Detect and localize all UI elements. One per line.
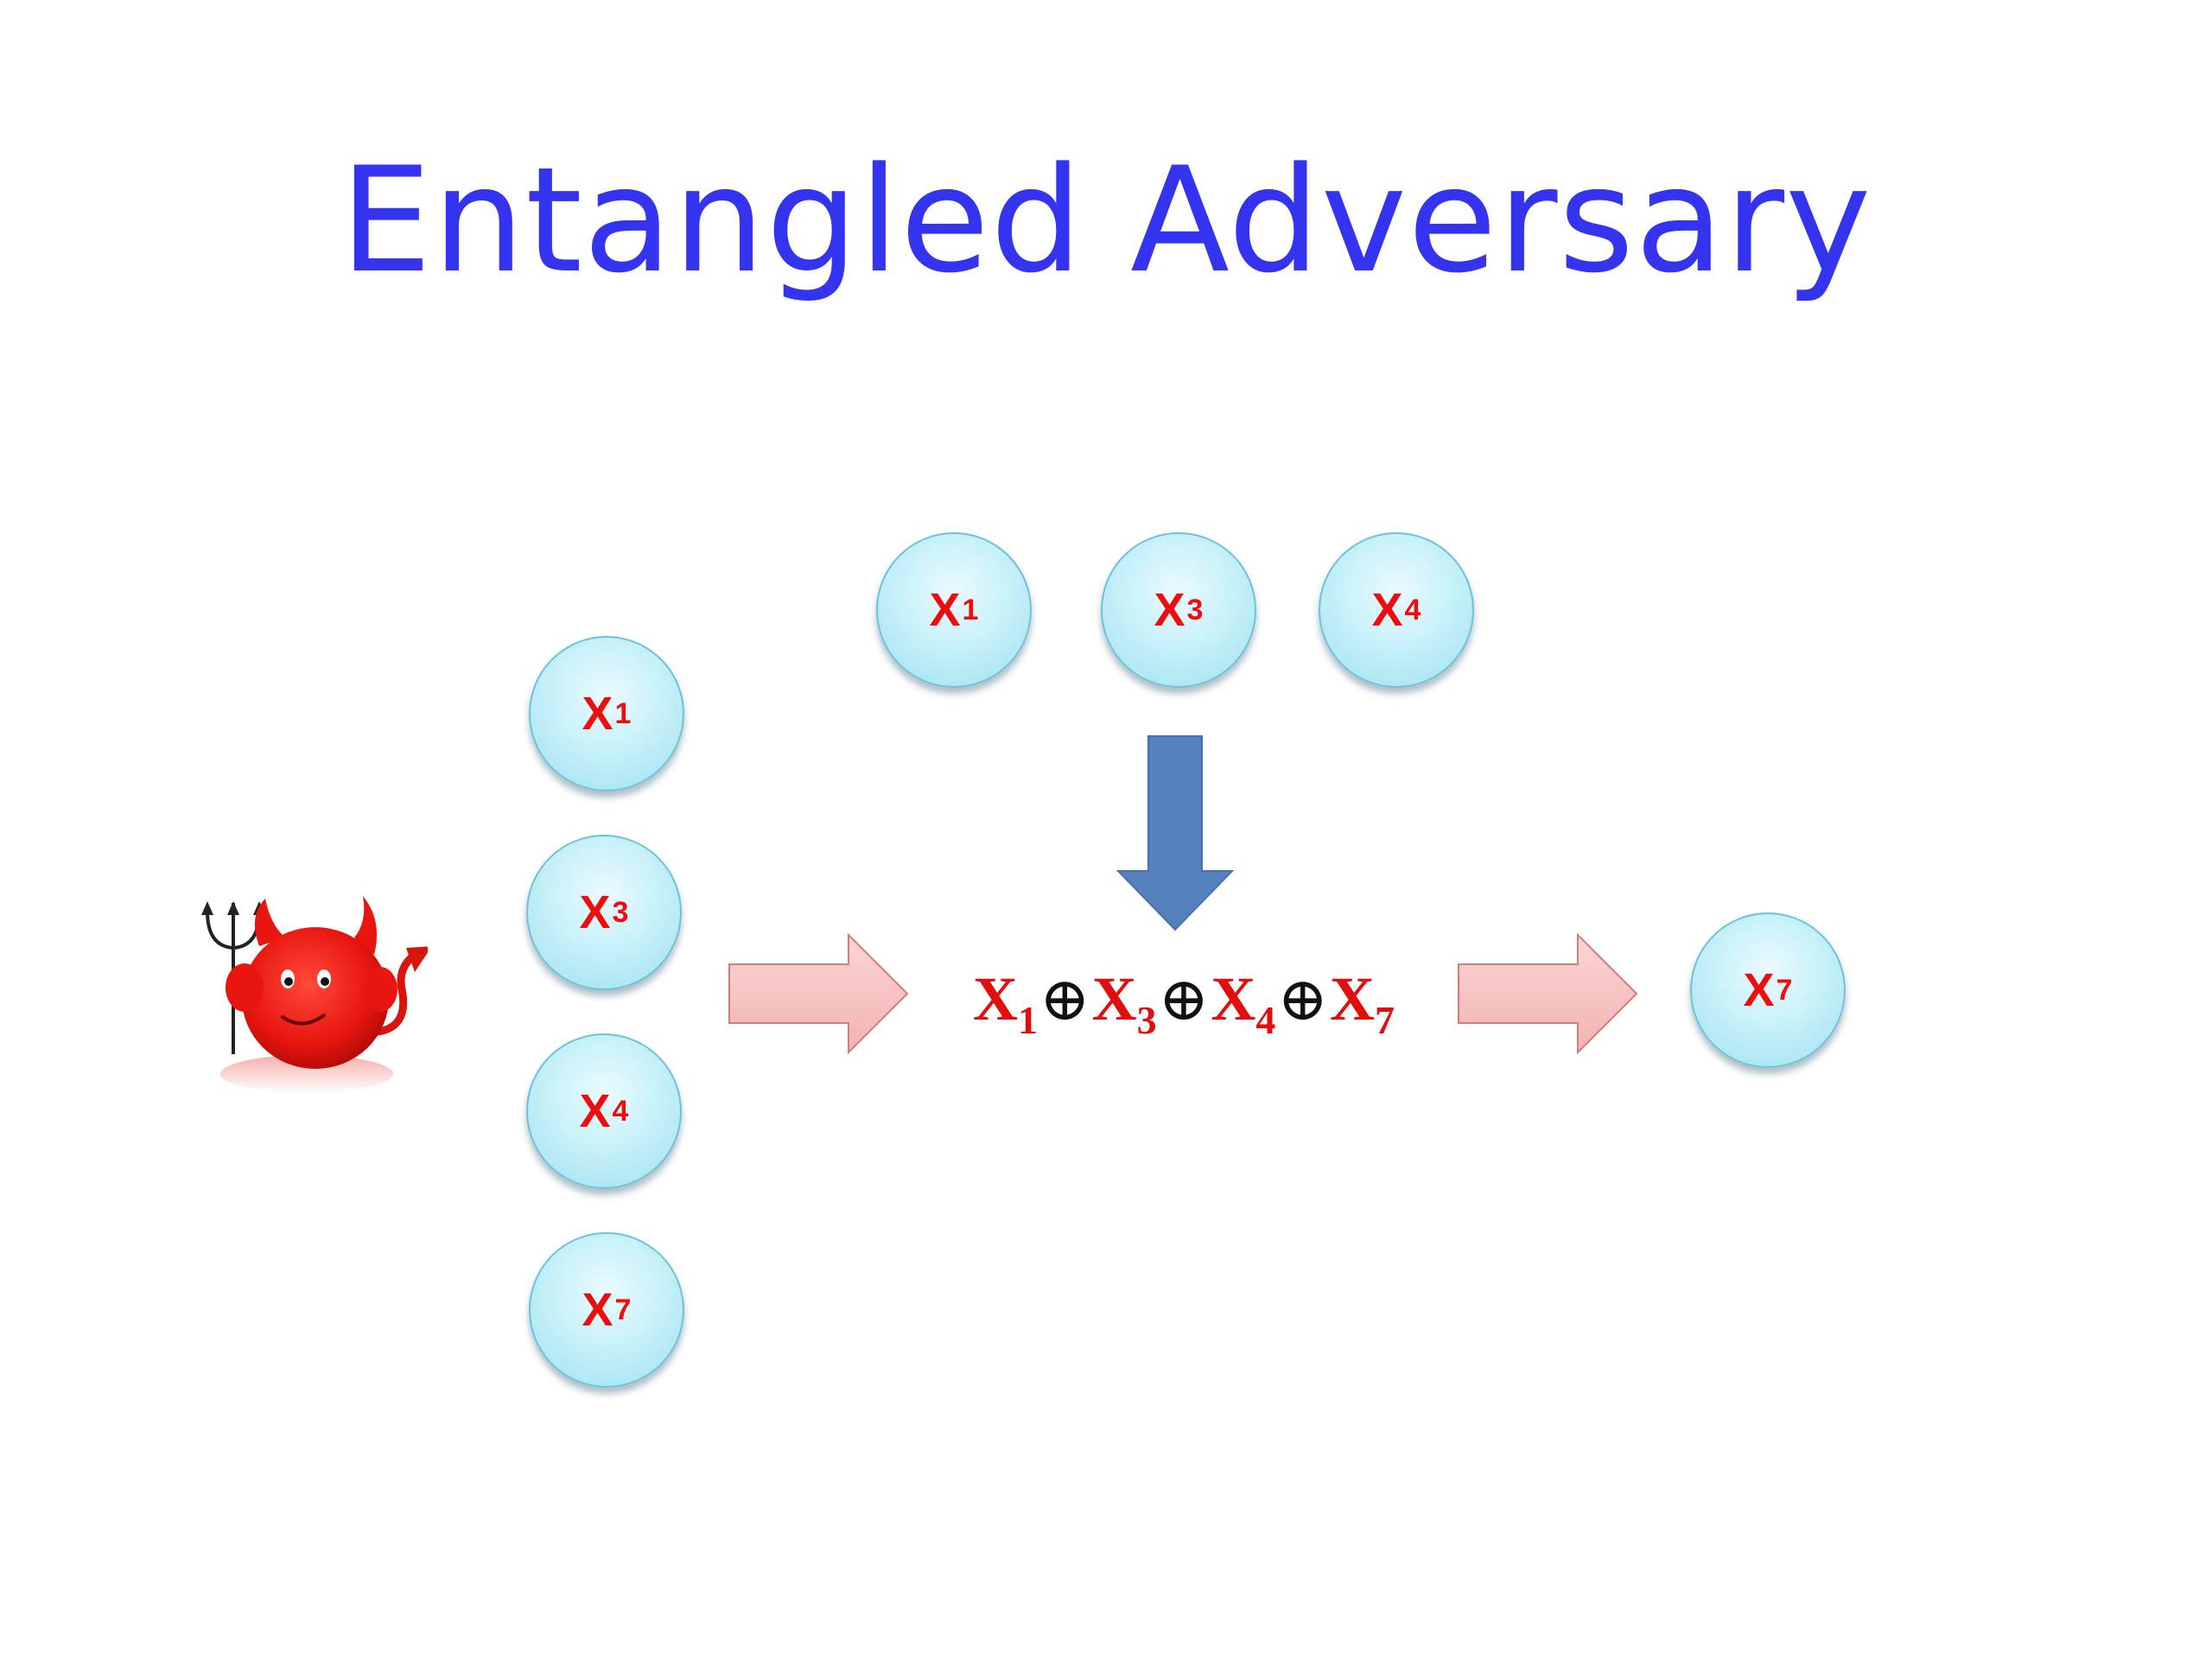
xor-operator: ⊕ bbox=[1277, 967, 1328, 1033]
down-arrow-icon bbox=[1116, 735, 1235, 931]
devil-icon bbox=[201, 896, 428, 1093]
right-arrow-icon-output bbox=[1458, 932, 1638, 1055]
xor-operator: ⊕ bbox=[1158, 967, 1210, 1033]
equation-term-x3: X3 bbox=[1091, 964, 1157, 1042]
equation-term-x4: X4 bbox=[1211, 964, 1276, 1042]
equation-term-x1: X1 bbox=[973, 964, 1039, 1042]
xor-equation: X1 ⊕ X3 ⊕ X4 ⊕ X7 bbox=[933, 963, 1434, 1050]
xor-operator: ⊕ bbox=[1039, 967, 1090, 1033]
right-arrow-icon-input bbox=[728, 932, 909, 1055]
slide-title: Entangled Adversary bbox=[340, 136, 1872, 305]
equation-term-x7: X7 bbox=[1329, 964, 1395, 1042]
